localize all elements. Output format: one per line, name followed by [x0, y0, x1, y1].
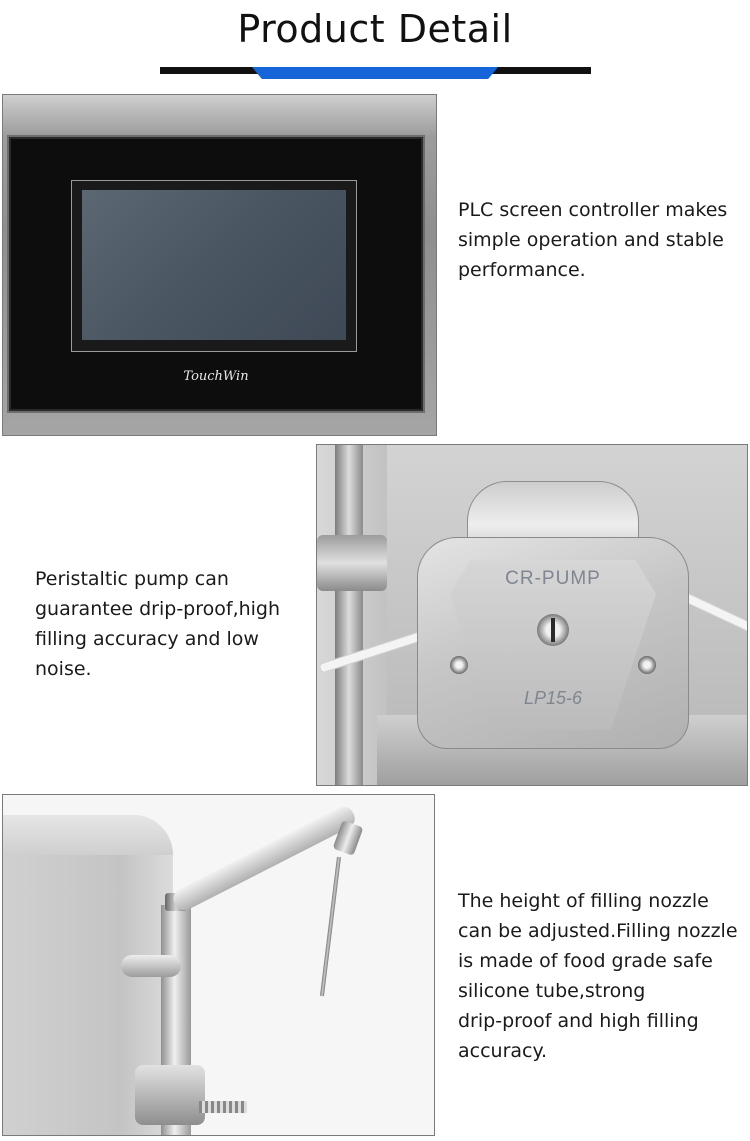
description-line: accuracy. [458, 1040, 548, 1062]
lower-clamp [135, 1065, 205, 1125]
clamp-screw [199, 1101, 247, 1113]
support-rod [335, 445, 363, 785]
adjust-handle [121, 955, 181, 977]
description-line: silicone tube,strong [458, 980, 646, 1002]
plc-description: PLC screen controller makes simple opera… [458, 195, 728, 285]
description-line: drip-proof and high filling [458, 1010, 699, 1032]
description-line: The height of filling nozzle [458, 890, 709, 912]
screw-icon [638, 656, 656, 674]
description-line: Peristaltic pump can [35, 568, 229, 590]
description-line: PLC screen controller makes [458, 199, 728, 221]
description-line: performance. [458, 259, 586, 281]
nozzle-arm [170, 803, 359, 914]
description-line: is made of food grade safe [458, 950, 713, 972]
lcd-display [82, 190, 346, 340]
brand-logo: TouchWin [183, 369, 249, 384]
screen-bezel: TouchWin [9, 137, 423, 411]
rod-clamp [317, 535, 387, 591]
pump-brand-label: CR-PUMP [505, 568, 601, 589]
screw-icon [450, 656, 468, 674]
plc-screen-photo: TouchWin [2, 94, 437, 436]
nozzle-description: The height of filling nozzle can be adju… [458, 886, 738, 1066]
housing-top [3, 815, 173, 855]
section-heading: Product Detail [0, 0, 750, 84]
lcd-frame [71, 180, 357, 352]
pump-description: Peristaltic pump can guarantee drip-proo… [35, 564, 315, 684]
pump-shaft [537, 614, 569, 646]
heading-accent-bar [252, 67, 498, 79]
description-line: filling accuracy and low noise. [35, 628, 259, 680]
description-line: can be adjusted.Filling nozzle [458, 920, 738, 942]
pump-head: CR-PUMP LP15-6 [417, 537, 689, 749]
description-line: simple operation and stable [458, 229, 724, 251]
filling-nozzle-photo [2, 794, 435, 1136]
description-line: guarantee drip-proof,high [35, 598, 281, 620]
page-title: Product Detail [237, 7, 513, 51]
peristaltic-pump-photo: CR-PUMP LP15-6 [316, 444, 748, 786]
filling-needle [319, 856, 341, 997]
pump-model-label: LP15-6 [523, 688, 583, 708]
